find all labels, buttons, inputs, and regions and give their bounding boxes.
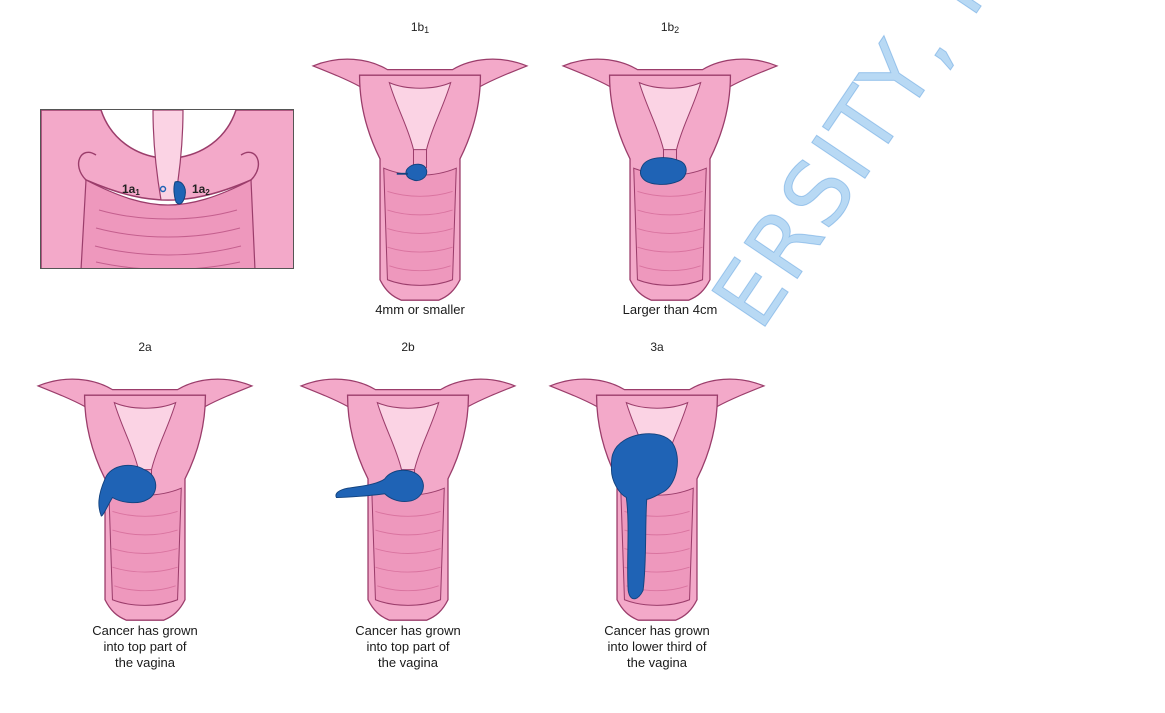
- stage-1a-illustration: [41, 110, 294, 269]
- stage-illustration: [295, 38, 545, 303]
- stage-caption: Cancer has grown into top part of the va…: [20, 623, 270, 671]
- stage-illustration: [20, 358, 270, 623]
- label-1a2: 1a2: [192, 182, 210, 197]
- stage-illustration: [532, 358, 782, 623]
- stage-panel: 1b1 4mm or smaller: [295, 20, 545, 320]
- stage-label: 1b1: [295, 20, 545, 35]
- stage-label: 2a: [20, 340, 270, 354]
- stage-label: 3a: [532, 340, 782, 354]
- stage-caption: 4mm or smaller: [295, 302, 545, 318]
- stage-caption: Cancer has grown into lower third of the…: [532, 623, 782, 671]
- tumor-1a2: [174, 182, 185, 204]
- label-1a1: 1a1: [122, 182, 140, 197]
- stage-caption: Cancer has grown into top part of the va…: [283, 623, 533, 671]
- stage-label: 2b: [283, 340, 533, 354]
- stage-label: 1b2: [545, 20, 795, 35]
- stage-1a-inset: 1a1 1a2: [40, 109, 294, 269]
- stage-illustration: [283, 358, 533, 623]
